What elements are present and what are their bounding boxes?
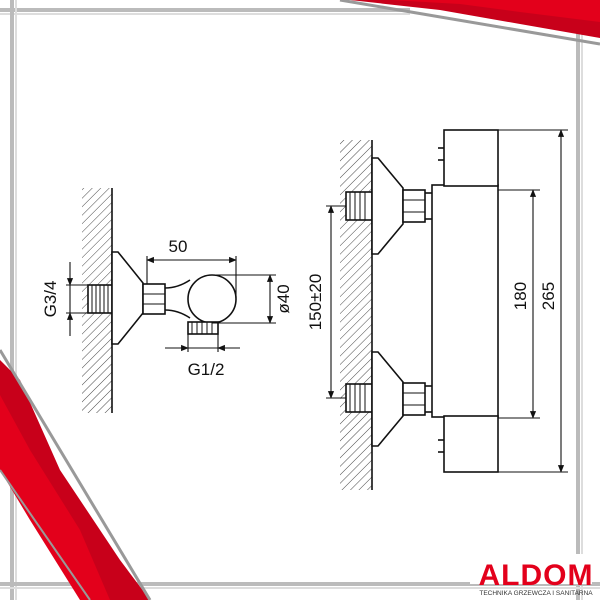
dim-thread-bottom-label: G1/2 — [188, 360, 225, 379]
brand-logo: ALDOM TECHNIKA GRZEWCZA I SANITARNA — [470, 554, 593, 597]
dim-width-label: 50 — [169, 237, 188, 256]
dim-thread-left-label: G3/4 — [41, 281, 60, 318]
dim-spacing-label: 150±20 — [306, 274, 325, 331]
brand-name: ALDOM — [479, 559, 594, 592]
side-view-dimensions — [66, 256, 276, 352]
dim-total-height-label: 265 — [539, 282, 558, 310]
front-view-dimensions — [326, 129, 568, 473]
front-view — [340, 129, 499, 490]
dim-body-height-label: 180 — [511, 282, 530, 310]
brand-tagline: TECHNIKA GRZEWCZA I SANITARNA — [479, 590, 593, 597]
dim-diameter-label: ø40 — [274, 284, 293, 313]
side-view — [82, 188, 237, 413]
